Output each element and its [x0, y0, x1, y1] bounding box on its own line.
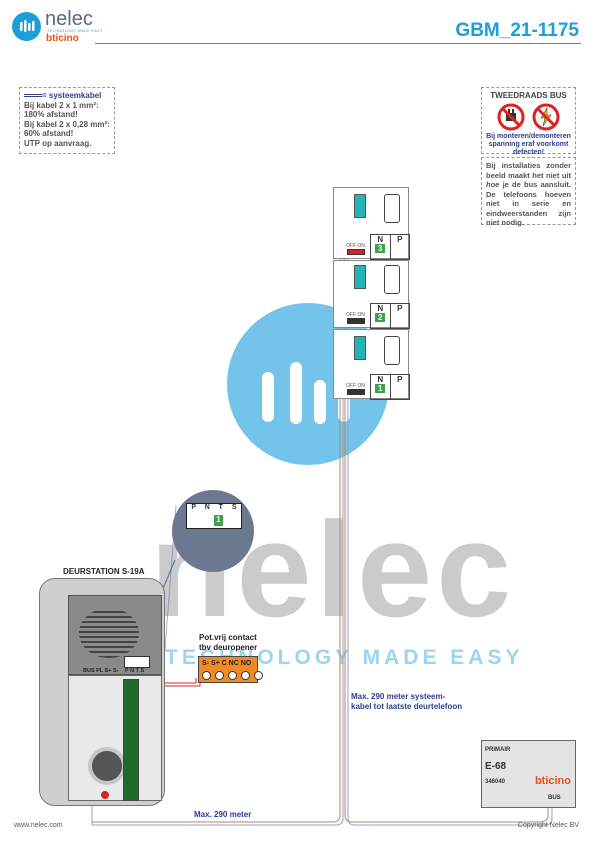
contact-terminals: S- S+ C NC NO — [202, 660, 252, 667]
handset-switch-toggle — [347, 249, 365, 255]
psu-bus-label: BUS — [548, 795, 561, 801]
handset-terminal-block — [354, 194, 366, 218]
cable-length-2: kabel tot laatste deurtelefoon — [351, 702, 463, 711]
handset-terminal-block — [354, 265, 366, 289]
bus-warning-note: TWEEDRAADS BUS Bij monteren/demonteren s… — [481, 87, 576, 156]
cable-length-bottom: Max. 290 meter — [194, 810, 252, 819]
psu-model: E-68 — [485, 761, 507, 772]
cable-legend: = systeemkabel — [42, 91, 102, 100]
bus-note-title: TWEEDRAADS BUS — [490, 91, 567, 100]
speaker-grille — [79, 608, 139, 658]
handset-phone-icon — [384, 336, 400, 365]
handset-terminal-block — [354, 336, 366, 360]
dip-switch-zoom: P N T S 1 — [172, 490, 254, 572]
contact-label-2: tbv deuropener — [199, 643, 258, 652]
install-note: Bij installaties zonder beeld maakt het … — [481, 157, 576, 227]
bus-note-warning: Bij monteren/demonteren spanning eraf vo… — [486, 133, 571, 156]
logo-tagline: TECHNOLOGY MADE EASY — [47, 29, 103, 33]
install-note-text-1: Bij installaties zonder beeld maakt het … — [486, 161, 571, 180]
zoom-dip-s: S — [231, 504, 237, 511]
cable-note-line4: 60% afstand! — [24, 129, 74, 138]
no-power-icon — [532, 103, 560, 130]
footer-website: www.nelec.com — [14, 822, 63, 829]
handset-number: 2 — [375, 313, 386, 322]
install-note-text-2: je de bus aansluit. De telefoons hoeven … — [486, 180, 571, 227]
psu-label: PRIMAIR — [485, 747, 511, 753]
handset-switch: OFF ON — [346, 243, 365, 249]
power-supply: PRIMAIR E-68 346040 bticino BUS — [481, 740, 576, 808]
zoom-dip-t: T — [218, 504, 223, 511]
zoom-dip-number: 1 — [214, 515, 223, 526]
handset-n-label: N — [377, 375, 384, 384]
contact-terminal-block: S- S+ C NC NO — [198, 656, 263, 683]
handset-p-label: P — [397, 235, 403, 244]
cable-note: = systeemkabel Bij kabel 2 x 1 mm²: 180%… — [19, 87, 115, 154]
handset-phone-icon — [384, 194, 400, 223]
handset-phone-icon — [384, 265, 400, 294]
cable-note-line2: 180% afstand! — [24, 110, 78, 119]
zoom-dip-n: N — [204, 504, 210, 511]
cable-length-1: Max. 290 meter systeem- — [351, 692, 446, 701]
handset-switch-toggle — [347, 318, 365, 324]
handset-n-label: N — [377, 235, 384, 244]
call-button-icon — [101, 791, 109, 799]
logo-brand: bticino — [46, 33, 79, 44]
handset-p-label: P — [397, 304, 403, 313]
door-station-dip-block — [124, 656, 150, 668]
psu-code: 346040 — [485, 779, 506, 785]
cable-legend-line — [24, 94, 42, 98]
cable-note-line3: Bij kabel 2 x 0,28 mm²: — [24, 119, 110, 129]
handset-n-label: N — [377, 304, 384, 313]
zoom-dip-block: P N T S 1 — [186, 503, 242, 529]
handset-number: 1 — [375, 384, 386, 393]
cable-note-line5: UTP op aanvraag. — [24, 138, 92, 148]
header-divider — [95, 43, 581, 44]
door-station-dip-labels: P N T S — [125, 668, 145, 674]
psu-brand: bticino — [534, 775, 571, 787]
door-station — [39, 578, 165, 806]
install-note-italic: hoe — [486, 180, 500, 189]
footer-copyright: Copyright Nelec BV — [517, 822, 579, 829]
document-code: GBM_21-1175 — [455, 20, 579, 41]
no-plug-icon — [497, 103, 525, 130]
handset-switch: OFF ON — [346, 312, 365, 318]
zoom-dip-p: P — [191, 504, 197, 511]
cable-note-line1: Bij kabel 2 x 1 mm²: — [24, 100, 99, 110]
handset-number: 3 — [375, 244, 386, 253]
handset-p-label: P — [397, 375, 403, 384]
camera-lens-icon — [88, 747, 126, 785]
contact-screws — [202, 671, 263, 680]
door-station-terminal-strip — [123, 679, 139, 801]
nelec-logo-icon — [12, 12, 41, 41]
contact-label-1: Pot.vrij contact — [199, 633, 257, 642]
handset-switch-toggle — [347, 389, 365, 395]
speaker-panel — [68, 595, 162, 675]
door-station-terminals: BUS PL S+ S- — [83, 668, 119, 674]
door-station-title: DEURSTATION S-19A — [63, 567, 145, 576]
logo-name: nelec — [45, 8, 93, 30]
handset-switch: OFF ON — [346, 383, 365, 389]
